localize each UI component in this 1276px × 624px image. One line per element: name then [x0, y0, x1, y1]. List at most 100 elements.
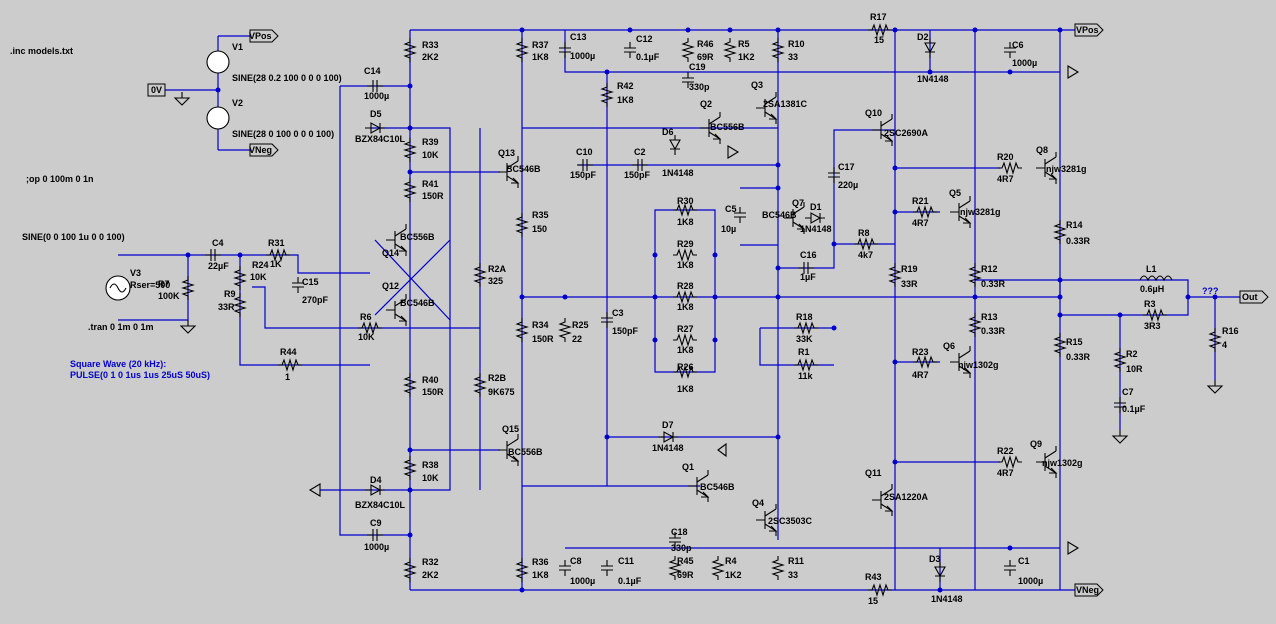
- r16-value-label[interactable]: 4: [1222, 340, 1227, 350]
- c3-name-label[interactable]: C3: [612, 308, 624, 318]
- r46-value-label[interactable]: 69R: [697, 52, 714, 62]
- r37-value-label[interactable]: 1K8: [532, 52, 549, 62]
- d2-value-label[interactable]: 1N4148: [917, 74, 949, 84]
- q1-name-label[interactable]: Q1: [682, 462, 694, 472]
- r26-value-label[interactable]: 1K8: [677, 384, 694, 394]
- r22-value-label[interactable]: 4R7: [997, 468, 1014, 478]
- r36-name-label[interactable]: R36: [532, 557, 549, 567]
- r27-name-label[interactable]: R27: [677, 324, 694, 334]
- q4-value-label[interactable]: 2SC3503C: [768, 516, 813, 526]
- r2b-value-label[interactable]: 9K675: [488, 387, 515, 397]
- c5-value-label[interactable]: 10µ: [721, 224, 736, 234]
- r8-name-label[interactable]: R8: [858, 228, 870, 238]
- r6-value-label[interactable]: 10K: [358, 332, 375, 342]
- c19-value-label[interactable]: 330p: [689, 82, 710, 92]
- r9-name-label[interactable]: R9: [224, 289, 236, 299]
- c19-name-label[interactable]: C19: [689, 62, 706, 72]
- r23-value-label[interactable]: 4R7: [912, 370, 929, 380]
- r36-value-label[interactable]: 1K8: [532, 570, 549, 580]
- r5-value-label[interactable]: 1K2: [738, 52, 755, 62]
- c12-name-label[interactable]: C12: [636, 34, 653, 44]
- c14-name-label[interactable]: C14: [364, 66, 381, 76]
- c18-value-label[interactable]: 330p: [671, 543, 692, 553]
- c5-name-label[interactable]: C5: [725, 204, 737, 214]
- r38-name-label[interactable]: R38: [422, 460, 439, 470]
- q5-name-label[interactable]: Q5: [949, 188, 961, 198]
- r12-name-label[interactable]: R12: [981, 264, 998, 274]
- c14-value-label[interactable]: 1000µ: [364, 91, 389, 101]
- r15-value-label[interactable]: 0.33R: [1066, 352, 1091, 362]
- inc-directive[interactable]: .inc models.txt: [10, 46, 73, 56]
- r32-value-label[interactable]: 2K2: [422, 570, 439, 580]
- r14-value-label[interactable]: 0.33R: [1066, 236, 1091, 246]
- r33-value-label[interactable]: 2K2: [422, 52, 439, 62]
- resistor-r22-icon[interactable]: [997, 456, 1023, 468]
- r29-name-label[interactable]: R29: [677, 239, 694, 249]
- r19-name-label[interactable]: R19: [901, 264, 918, 274]
- q2-value-label[interactable]: BC556B: [710, 122, 745, 132]
- r37-name-label[interactable]: R37: [532, 40, 549, 50]
- r41-name-label[interactable]: R41: [422, 179, 439, 189]
- r11-name-label[interactable]: R11: [788, 556, 804, 566]
- r2-value-label[interactable]: 10R: [1126, 364, 1143, 374]
- r14-name-label[interactable]: R14: [1066, 220, 1083, 230]
- c7-value-label[interactable]: 0.1µF: [1122, 404, 1146, 414]
- q5-value-label[interactable]: njw3281g: [960, 207, 1001, 217]
- resistor-r11-icon[interactable]: [772, 555, 784, 581]
- c3-value-label[interactable]: 150pF: [612, 326, 639, 336]
- d7-value-label[interactable]: 1N4148: [652, 443, 684, 453]
- q7-name-label[interactable]: Q7: [792, 198, 804, 208]
- d6-value-label[interactable]: 1N4148: [662, 168, 694, 178]
- tran-directive[interactable]: .tran 0 1m 0 1m: [88, 322, 154, 332]
- c1-value-label[interactable]: 1000µ: [1018, 576, 1043, 586]
- c2-value-label[interactable]: 150pF: [624, 170, 651, 180]
- c17-name-label[interactable]: C17: [838, 162, 855, 172]
- r28-value-label[interactable]: 1K8: [677, 302, 694, 312]
- l1-name-label[interactable]: L1: [1146, 264, 1157, 274]
- q2-name-label[interactable]: Q2: [700, 99, 712, 109]
- r17-value-label[interactable]: 15: [874, 35, 884, 45]
- r21-value-label[interactable]: 4R7: [912, 218, 929, 228]
- r40-name-label[interactable]: R40: [422, 375, 439, 385]
- q14-name-label[interactable]: Q14: [382, 248, 399, 258]
- c11-name-label[interactable]: C11: [618, 556, 634, 566]
- r35-name-label[interactable]: R35: [532, 210, 549, 220]
- q6-value-label[interactable]: njw1302g: [958, 360, 999, 370]
- op-directive[interactable]: ;op 0 100m 0 1n: [26, 174, 94, 184]
- q6-name-label[interactable]: Q6: [943, 341, 955, 351]
- r45-value-label[interactable]: 69R: [677, 570, 694, 580]
- r24-name-label[interactable]: R24: [252, 260, 269, 270]
- c10-name-label[interactable]: C10: [576, 147, 593, 157]
- q11-name-label[interactable]: Q11: [865, 468, 882, 478]
- c9-name-label[interactable]: C9: [370, 518, 382, 528]
- r18-name-label[interactable]: R18: [796, 312, 813, 322]
- r44-name-label[interactable]: R44: [280, 347, 297, 357]
- r31-value-label[interactable]: 1K: [270, 259, 282, 269]
- r25-value-label[interactable]: 22: [572, 334, 582, 344]
- voltage-source-v2-icon[interactable]: [206, 106, 230, 130]
- resistor-r25-icon[interactable]: [559, 317, 571, 343]
- r12-value-label[interactable]: 0.33R: [981, 279, 1006, 289]
- c8-value-label[interactable]: 1000µ: [570, 576, 595, 586]
- q3-name-label[interactable]: Q3: [751, 80, 763, 90]
- r2-name-label[interactable]: R2: [1126, 349, 1138, 359]
- r10-name-label[interactable]: R10: [788, 39, 805, 49]
- d6-name-label[interactable]: D6: [662, 127, 674, 137]
- r9-value-label[interactable]: 33R: [218, 302, 235, 312]
- r43-name-label[interactable]: R43: [865, 572, 882, 582]
- q15-name-label[interactable]: Q15: [502, 424, 519, 434]
- q10-value-label[interactable]: 2SC2690A: [884, 128, 929, 138]
- r17-name-label[interactable]: R17: [870, 12, 887, 22]
- r38-value-label[interactable]: 10K: [422, 473, 439, 483]
- resistor-r46-icon[interactable]: [682, 37, 694, 63]
- q15-value-label[interactable]: BC556B: [508, 447, 543, 457]
- d1-name-label[interactable]: D1: [810, 202, 822, 212]
- capacitor-c12-icon[interactable]: [623, 41, 637, 59]
- c15-name-label[interactable]: C15: [302, 277, 319, 287]
- r1-name-label[interactable]: R1: [798, 347, 810, 357]
- r31-name-label[interactable]: R31: [268, 238, 285, 248]
- q12-value-label[interactable]: BC546B: [400, 298, 435, 308]
- r23-name-label[interactable]: R23: [912, 347, 929, 357]
- r4-value-label[interactable]: 1K2: [725, 570, 742, 580]
- r43-value-label[interactable]: 15: [868, 596, 878, 606]
